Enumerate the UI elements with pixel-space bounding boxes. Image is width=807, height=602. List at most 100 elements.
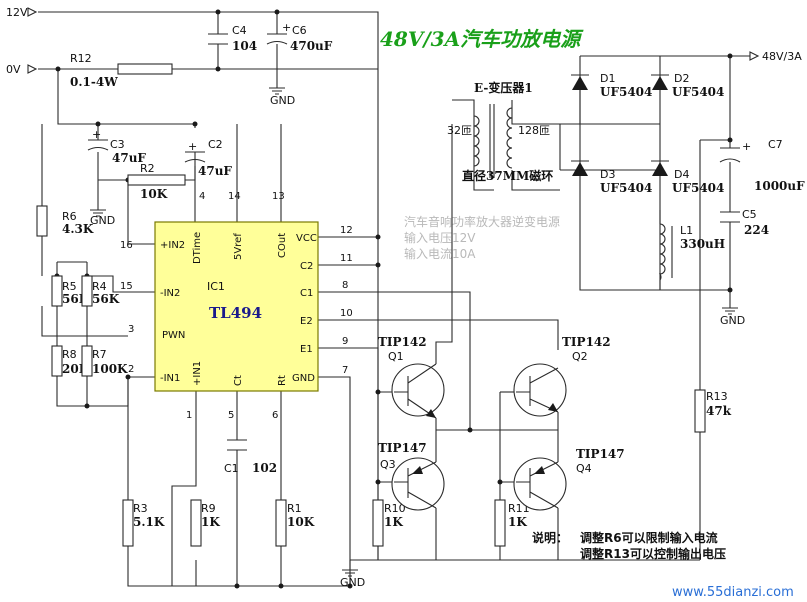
notes: 说明： 调整R6可以限制输入电流 调整R13可以控制输出电压 bbox=[532, 530, 726, 561]
watermark-text: 汽车音响功率放大器逆变电源 输入电压12V 输入电流10A bbox=[404, 214, 560, 261]
svg-text:D1: D1 bbox=[600, 72, 615, 85]
capacitor-c7: + C7 1000uF bbox=[719, 138, 805, 193]
capacitor-c5: C5 224 bbox=[720, 208, 769, 237]
ic-tl494: IC1 TL494 +IN2 -IN2 PWN -IN1 VCC C2 C1 E… bbox=[120, 191, 353, 421]
transistor-q3: TIP147 Q3 bbox=[378, 441, 445, 511]
svg-text:GND: GND bbox=[292, 373, 315, 384]
notes-line1: 调整R6可以限制输入电流 bbox=[580, 530, 718, 545]
ground-gnd-right: GND bbox=[720, 304, 745, 327]
resistor-r10: R10 1K bbox=[372, 499, 406, 547]
svg-text:5: 5 bbox=[228, 410, 234, 421]
svg-text:UF5404: UF5404 bbox=[600, 181, 652, 195]
transistor-q1: TIP142 Q1 bbox=[378, 335, 445, 419]
svg-text:GND: GND bbox=[90, 214, 115, 227]
resistor-r7: R7 100K bbox=[81, 345, 128, 377]
ic-name: TL494 bbox=[209, 304, 262, 322]
svg-text:C1: C1 bbox=[300, 288, 313, 299]
svg-text:R13: R13 bbox=[706, 390, 728, 403]
svg-text:PWN: PWN bbox=[162, 330, 185, 341]
svg-text:104: 104 bbox=[232, 39, 257, 53]
resistor-r3: R3 5.1K bbox=[122, 499, 165, 547]
svg-text:Q2: Q2 bbox=[572, 350, 588, 363]
svg-text:R5: R5 bbox=[62, 280, 77, 293]
resistor-r6: R6 4.3K bbox=[36, 205, 94, 237]
svg-text:GND: GND bbox=[720, 314, 745, 327]
ground-gnd-bottom: GND bbox=[340, 560, 365, 589]
capacitor-c1: C1 102 bbox=[224, 439, 277, 475]
svg-text:GND: GND bbox=[340, 576, 365, 589]
ground-icon bbox=[269, 82, 285, 95]
svg-text:Rt: Rt bbox=[277, 375, 288, 386]
site-watermark: www.55dianzi.com bbox=[672, 585, 794, 600]
rail-12v-label: 12V bbox=[6, 6, 28, 19]
svg-text:+: + bbox=[742, 140, 751, 153]
svg-text:+IN2: +IN2 bbox=[160, 240, 185, 251]
ic-ref: IC1 bbox=[207, 280, 225, 293]
svg-text:9: 9 bbox=[342, 336, 348, 347]
svg-text:Ct: Ct bbox=[233, 375, 244, 386]
svg-text:10K: 10K bbox=[140, 187, 168, 201]
svg-text:1K: 1K bbox=[201, 515, 220, 529]
ground-icon bbox=[90, 206, 106, 217]
svg-text:D3: D3 bbox=[600, 168, 615, 181]
svg-text:0.1-4W: 0.1-4W bbox=[70, 75, 118, 89]
notes-line2: 调整R13可以控制输出电压 bbox=[580, 546, 726, 561]
rail-0v: 0V bbox=[6, 63, 38, 76]
svg-text:R6: R6 bbox=[62, 210, 77, 223]
resistor-r2: R2 10K bbox=[127, 162, 186, 201]
svg-text:TIP142: TIP142 bbox=[562, 335, 611, 349]
svg-text:2: 2 bbox=[128, 364, 134, 375]
svg-text:6: 6 bbox=[272, 410, 278, 421]
wires bbox=[38, 11, 750, 587]
port-arrow-icon bbox=[749, 51, 760, 61]
svg-text:102: 102 bbox=[252, 461, 277, 475]
svg-text:128匝: 128匝 bbox=[518, 124, 550, 137]
svg-text:L1: L1 bbox=[680, 224, 693, 237]
svg-text:R9: R9 bbox=[201, 502, 216, 515]
svg-text:15: 15 bbox=[120, 281, 133, 292]
diode-d3: D3 UF5404 bbox=[571, 160, 652, 195]
diode-d2: D2 UF5404 bbox=[651, 72, 724, 99]
svg-text:D4: D4 bbox=[674, 168, 689, 181]
svg-text:-IN1: -IN1 bbox=[160, 373, 180, 384]
svg-text:COut: COut bbox=[277, 233, 288, 258]
svg-text:14: 14 bbox=[228, 191, 241, 202]
svg-text:C2: C2 bbox=[208, 138, 223, 151]
svg-text:R1: R1 bbox=[287, 502, 302, 515]
svg-text:4.3K: 4.3K bbox=[62, 222, 94, 236]
svg-text:Q4: Q4 bbox=[576, 462, 592, 475]
svg-text:R3: R3 bbox=[133, 502, 148, 515]
svg-text:16: 16 bbox=[120, 240, 133, 251]
svg-text:C6: C6 bbox=[292, 24, 307, 37]
svg-text:5.1K: 5.1K bbox=[133, 515, 165, 529]
svg-text:4: 4 bbox=[199, 191, 205, 202]
rail-output: 48V/3A bbox=[749, 50, 802, 63]
svg-text:+: + bbox=[282, 21, 291, 34]
rail-output-label: 48V/3A bbox=[762, 50, 802, 63]
inductor-l1: L1 330uH bbox=[658, 223, 725, 281]
svg-text:R8: R8 bbox=[62, 348, 77, 361]
capacitor-c2: + C2 47uF bbox=[184, 138, 232, 178]
diode-d4: D4 UF5404 bbox=[651, 160, 724, 195]
svg-text:R7: R7 bbox=[92, 348, 107, 361]
svg-text:输入电流10A: 输入电流10A bbox=[404, 246, 476, 261]
ic-body bbox=[154, 221, 319, 392]
svg-text:C5: C5 bbox=[742, 208, 757, 221]
svg-text:+: + bbox=[92, 128, 101, 141]
svg-text:13: 13 bbox=[272, 191, 285, 202]
diode-d1: D1 UF5404 bbox=[571, 72, 652, 124]
svg-text:E2: E2 bbox=[300, 316, 313, 327]
resistor-r11: R11 1K bbox=[494, 499, 530, 547]
resistor-r1: R1 10K bbox=[275, 499, 315, 547]
port-arrow-icon bbox=[27, 64, 38, 74]
svg-text:R2: R2 bbox=[140, 162, 155, 175]
svg-text:224: 224 bbox=[744, 223, 769, 237]
svg-text:C3: C3 bbox=[110, 138, 125, 151]
svg-text:C4: C4 bbox=[232, 24, 247, 37]
svg-text:1000uF: 1000uF bbox=[754, 179, 805, 193]
svg-text:TIP142: TIP142 bbox=[378, 335, 427, 349]
svg-text:E-变压器1: E-变压器1 bbox=[474, 80, 533, 95]
capacitor-c4: C4 104 bbox=[208, 24, 257, 53]
svg-text:C7: C7 bbox=[768, 138, 783, 151]
